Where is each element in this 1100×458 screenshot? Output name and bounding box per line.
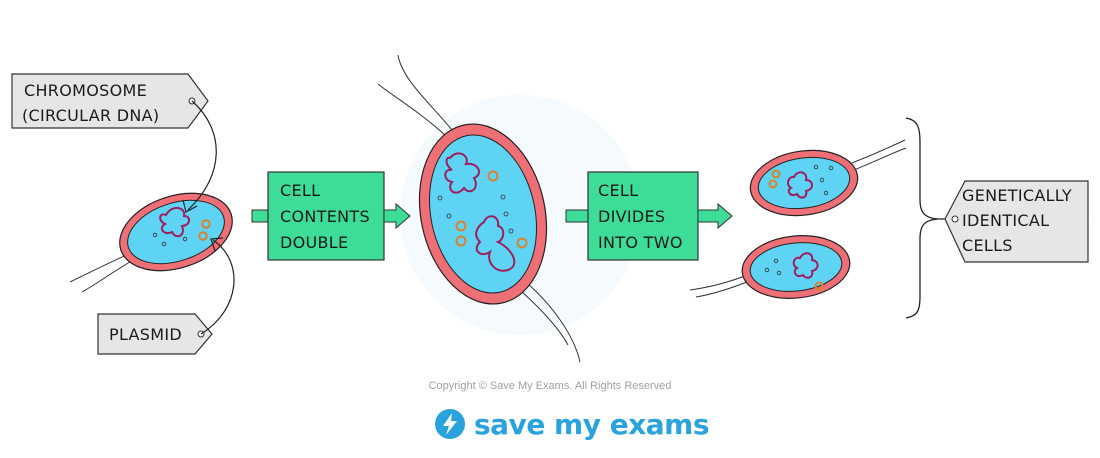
step2-line2: DIVIDES	[598, 207, 665, 226]
chromosome-pointer-arrowhead	[182, 199, 198, 213]
step-cell-contents-double: CELL CONTENTS DOUBLE	[251, 171, 411, 261]
plasmid	[201, 219, 211, 229]
step-cell-divides: CELL DIVIDES INTO TWO	[565, 171, 733, 261]
tag-shape	[11, 73, 209, 129]
plasmid-label: PLASMID	[109, 325, 182, 344]
step1-line3: DOUBLE	[280, 233, 348, 252]
plasmid	[487, 170, 499, 182]
flagellum	[689, 273, 751, 291]
copyright-notice: Copyright © Save My Exams. All Rights Re…	[428, 380, 672, 392]
step1-line1: CELL	[280, 181, 320, 200]
ribosome	[182, 236, 188, 242]
brand-wordmark: save my exams	[474, 407, 710, 441]
chromosome-pointer	[187, 100, 217, 211]
plasmid	[768, 179, 778, 189]
tag-hole	[951, 215, 959, 223]
chromosome-dna	[444, 152, 481, 194]
flagellum	[397, 54, 453, 131]
tag-shape	[97, 313, 213, 355]
cytoplasm	[127, 199, 225, 265]
cytoplasm	[428, 134, 538, 294]
parent-cell	[69, 192, 233, 293]
step1-line2: CONTENTS	[280, 207, 370, 226]
ribosome	[161, 241, 167, 247]
plasmid-label-tag: PLASMID	[97, 313, 213, 355]
ribosome	[823, 190, 829, 196]
ribosome	[446, 213, 452, 219]
ribosome	[813, 164, 819, 170]
ribosome	[773, 258, 779, 264]
chromosome-dna	[792, 252, 819, 279]
plasmid	[814, 281, 824, 291]
flagellum	[519, 289, 569, 346]
plasmid-pointer	[200, 239, 235, 335]
plasmid	[516, 237, 528, 249]
plasmid-pointer-arrowhead	[210, 237, 224, 252]
genetically-identical-label-tag: GENETICALLY IDENTICAL CELLS	[944, 180, 1089, 263]
result-line2: IDENTICAL	[962, 211, 1049, 230]
result-line1: GENETICALLY	[962, 186, 1072, 205]
step2-line3: INTO TWO	[598, 233, 683, 252]
chromosome-label-line1: CHROMOSOME	[24, 81, 147, 100]
cytoplasm	[757, 156, 851, 210]
chromosome-label-line2: (CIRCULAR DNA)	[22, 106, 159, 125]
result-line3: CELLS	[962, 236, 1013, 255]
ribosome	[437, 195, 443, 201]
plasmid	[198, 231, 208, 241]
step-arrow-tail	[565, 209, 589, 223]
daughter-cell-top	[749, 139, 907, 217]
step-box	[267, 171, 385, 261]
flagellum	[853, 147, 907, 171]
chromosome-label-tag: CHROMOSOME (CIRCULAR DNA)	[11, 73, 209, 129]
flagellum	[377, 83, 447, 137]
lightning-bolt-icon	[435, 409, 465, 439]
ribosome	[819, 177, 825, 183]
ribosome	[152, 232, 158, 238]
tag-shape	[944, 180, 1089, 263]
ribosome	[828, 165, 834, 171]
plasmid	[455, 235, 467, 247]
chromosome-dna	[159, 207, 190, 238]
chromosome-dna	[787, 171, 813, 199]
step-arrow-head	[697, 202, 733, 230]
chromosome-dna	[475, 215, 516, 272]
flagellum	[526, 282, 581, 363]
step2-line1: CELL	[598, 181, 638, 200]
plasmid	[455, 220, 467, 232]
grouping-brace	[905, 117, 939, 319]
ribosome	[500, 194, 506, 200]
ribosome	[503, 211, 509, 217]
brand-logo: save my exams	[434, 404, 710, 444]
step-arrow-head	[383, 202, 411, 230]
step-box	[587, 171, 699, 261]
ribosome	[764, 267, 770, 273]
daughter-cell-bottom	[689, 235, 851, 299]
ribosome	[776, 270, 782, 276]
step-arrow-tail	[251, 209, 269, 223]
ribosome	[508, 228, 514, 234]
flagellum	[851, 139, 906, 164]
enlarged-cell	[377, 54, 581, 363]
plasmid	[771, 169, 781, 179]
